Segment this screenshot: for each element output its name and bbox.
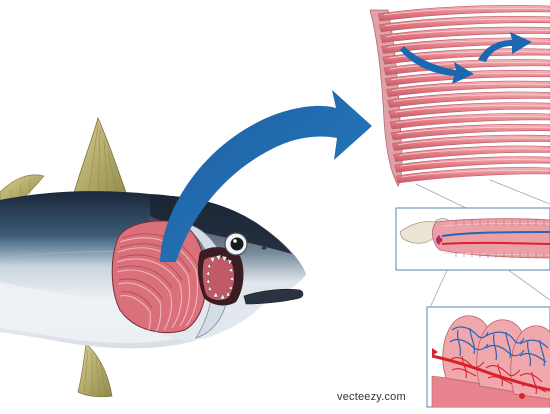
filament-section-inset bbox=[396, 208, 550, 270]
fish-mouth bbox=[198, 247, 244, 305]
gill-filaments-panel bbox=[370, 5, 550, 186]
water-flow-arrow-icon bbox=[478, 32, 532, 62]
watermark-text: vecteezy.com bbox=[337, 391, 406, 403]
tuna-fish bbox=[0, 118, 306, 397]
pelvic-fin bbox=[78, 344, 112, 397]
exposed-gills bbox=[112, 221, 206, 333]
fish-eye bbox=[225, 233, 247, 255]
lamellae-inset bbox=[427, 307, 550, 408]
